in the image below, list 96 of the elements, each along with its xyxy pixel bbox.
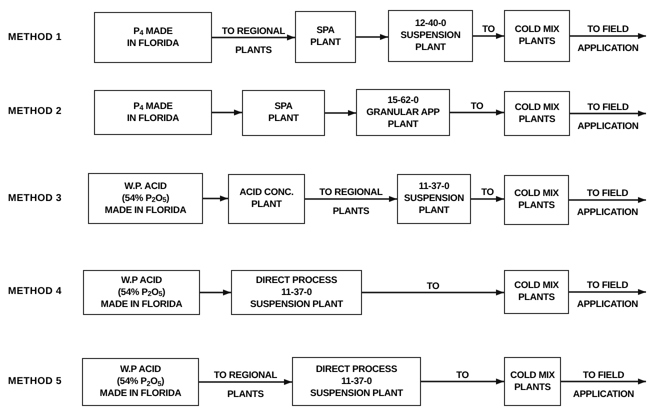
box-text: COLD MIX bbox=[514, 280, 559, 292]
box-text: COLD MIX bbox=[514, 24, 560, 36]
box-text: PLANT bbox=[268, 113, 299, 125]
process-box bbox=[242, 90, 325, 136]
box-text: (54% P$_{2}$O$_{5}$) bbox=[122, 192, 170, 204]
arrow bbox=[570, 33, 646, 39]
process-box bbox=[231, 270, 362, 315]
box-text: PLANTS bbox=[518, 200, 555, 212]
process-box bbox=[83, 270, 200, 315]
box-text: PLANTS bbox=[518, 292, 555, 304]
edge-label: TO FIELD APPLICATION bbox=[572, 368, 636, 402]
edge-label: TO bbox=[470, 100, 484, 114]
box-text: MADE IN FLORIDA bbox=[100, 298, 182, 310]
process-box bbox=[397, 174, 471, 224]
edge-label: TO REGIONAL PLANTS bbox=[212, 369, 278, 402]
box-text: COLD MIX bbox=[514, 188, 559, 200]
edge-label: TO REGIONAL PLANTS bbox=[220, 24, 286, 58]
arrow bbox=[471, 196, 504, 202]
box-text: PLANTS bbox=[514, 382, 551, 394]
box-text: P$_{4}$ MADE bbox=[133, 26, 173, 38]
edge-label: TO FIELD APPLICATION bbox=[576, 187, 640, 220]
box-text: 11-37-0 bbox=[418, 181, 450, 193]
box-text: PLANT bbox=[310, 37, 341, 49]
edge-label: TO FIELD APPLICATION bbox=[576, 23, 640, 56]
box-text: P$_{4}$ MADE bbox=[133, 100, 173, 112]
process-box bbox=[356, 89, 450, 136]
box-text: PLANTS bbox=[518, 36, 556, 48]
method-label: METHOD 1 bbox=[8, 32, 62, 44]
arrow bbox=[199, 379, 292, 385]
arrow bbox=[203, 196, 228, 202]
edge-label: TO FIELD APPLICATION bbox=[576, 279, 640, 312]
process-box bbox=[504, 270, 569, 314]
box-text: DIRECT PROCESS bbox=[316, 364, 398, 376]
box-text: ACID CONC. bbox=[239, 187, 294, 199]
arrow bbox=[212, 110, 242, 116]
box-text: SPA bbox=[274, 101, 293, 113]
arrow bbox=[450, 110, 504, 116]
arrow bbox=[356, 34, 388, 40]
box-text: COLD MIX bbox=[510, 370, 555, 382]
box-text: 11-37-0 bbox=[281, 286, 312, 298]
arrow bbox=[305, 196, 397, 202]
process-box bbox=[82, 358, 199, 406]
process-box bbox=[388, 10, 473, 62]
process-box bbox=[292, 357, 421, 406]
method-label: METHOD 5 bbox=[8, 376, 62, 388]
edge-label: TO bbox=[455, 368, 470, 382]
box-text: SUSPENSION bbox=[400, 30, 460, 42]
process-box bbox=[88, 173, 203, 224]
process-box bbox=[504, 175, 569, 225]
box-text: 11-37-0 bbox=[341, 376, 372, 388]
arrow bbox=[570, 110, 646, 116]
box-text: PLANTS bbox=[518, 114, 556, 126]
box-text: W.P ACID bbox=[121, 274, 162, 286]
arrow bbox=[569, 197, 646, 203]
arrow bbox=[561, 378, 646, 384]
process-box bbox=[295, 11, 356, 63]
arrow bbox=[200, 290, 231, 296]
box-text: (54% P$_{2}$O$_{5}$) bbox=[116, 376, 164, 388]
process-box bbox=[504, 91, 570, 136]
process-box bbox=[504, 357, 561, 406]
method-label: METHOD 2 bbox=[8, 106, 62, 118]
process-box bbox=[94, 90, 212, 135]
box-text: SUSPENSION PLANT bbox=[250, 298, 343, 310]
arrow bbox=[421, 378, 504, 384]
edge-label: TO FIELD APPLICATION bbox=[576, 100, 640, 134]
box-text: MADE IN FLORIDA bbox=[104, 204, 186, 216]
box-text: PLANT bbox=[415, 42, 446, 54]
box-text: 15-62-0 bbox=[387, 94, 419, 106]
box-text: IN FLORIDA bbox=[127, 38, 179, 50]
arrow bbox=[362, 290, 504, 296]
box-text: SUSPENSION bbox=[404, 193, 464, 205]
method-label: METHOD 4 bbox=[8, 286, 62, 298]
box-text: PLANT bbox=[388, 118, 418, 130]
box-text: W.P ACID bbox=[120, 364, 161, 376]
box-text: (54% P$_{2}$O$_{5}$) bbox=[118, 286, 166, 298]
method-label: METHOD 3 bbox=[8, 193, 62, 205]
box-text: W.P. ACID bbox=[124, 180, 167, 192]
box-text: IN FLORIDA bbox=[127, 112, 179, 124]
box-text: GRANULAR APP bbox=[366, 106, 440, 118]
arrow bbox=[212, 34, 295, 40]
edge-label: TO bbox=[426, 280, 440, 294]
box-text: 12-40-0 bbox=[414, 18, 446, 30]
edge-label: TO REGIONAL PLANTS bbox=[318, 186, 384, 219]
arrow bbox=[569, 289, 646, 295]
box-text: DIRECT PROCESS bbox=[256, 274, 338, 286]
box-text: MADE IN FLORIDA bbox=[100, 388, 182, 400]
arrow bbox=[473, 33, 504, 39]
process-box bbox=[504, 10, 570, 62]
process-box bbox=[228, 174, 305, 224]
box-text: SUSPENSION PLANT bbox=[310, 388, 403, 400]
box-text: SPA bbox=[316, 25, 335, 37]
box-text: PLANT bbox=[418, 205, 450, 217]
process-box bbox=[94, 12, 212, 63]
box-text: PLANT bbox=[251, 199, 282, 211]
arrow bbox=[325, 110, 356, 116]
box-text: COLD MIX bbox=[514, 102, 560, 114]
